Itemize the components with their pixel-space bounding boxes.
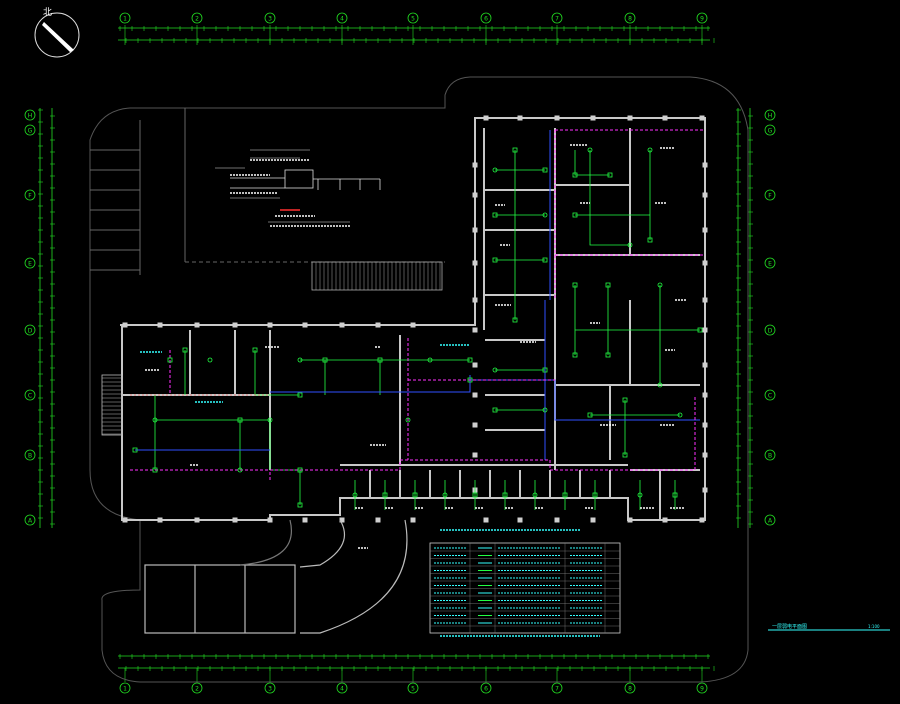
grid-row-label: G (768, 128, 773, 135)
ramp-steps (311, 261, 443, 291)
grid-column-label: 2 (195, 686, 199, 693)
west-entrance-stair (101, 374, 123, 436)
grid-column-label: 1 (123, 16, 127, 23)
drawing-title-block: 一层弱电平面图 1:100 (768, 623, 890, 631)
grid-row-label: A (768, 518, 773, 525)
grid-row-label: C (28, 393, 32, 400)
north-arrow: 北 (34, 7, 80, 58)
grid-row-label: F (768, 193, 772, 200)
grid-column-label: 1 (123, 686, 127, 693)
grid-column-label: 4 (340, 16, 344, 23)
grid-row-label: D (28, 328, 33, 335)
dimension-lines (38, 26, 753, 671)
grid-column-label: 7 (555, 686, 559, 693)
grid-column-label: 4 (340, 686, 344, 693)
weak-current-cables (130, 129, 705, 510)
grid-row-label: H (28, 113, 33, 120)
grid-row-label: E (28, 261, 32, 268)
grid-column-label: 6 (484, 686, 488, 693)
grid-column-label: 8 (628, 16, 632, 23)
grid-column-label: 9 (700, 16, 704, 23)
site-boundary (89, 76, 749, 683)
grid-column-label: 9 (700, 686, 704, 693)
grid-column-label: 7 (555, 16, 559, 23)
plan-scale: 1:100 (868, 624, 880, 629)
grid-row-label: B (768, 453, 772, 460)
grid-column-label: 3 (268, 686, 272, 693)
system-riser-diagram (215, 149, 381, 223)
south-driveway (144, 519, 408, 634)
north-label: 北 (43, 7, 52, 18)
grid-row-label: A (28, 518, 33, 525)
grid-row-label: D (768, 328, 773, 335)
grid-row-label: E (768, 261, 772, 268)
grid-column-label: 3 (268, 16, 272, 23)
grid-row-label: C (768, 393, 772, 400)
grid-column-label: 6 (484, 16, 488, 23)
room-labels (140, 144, 687, 637)
grid-column-label: 5 (411, 16, 415, 23)
grid-row-label: H (768, 113, 773, 120)
equipment-legend-table (429, 542, 621, 634)
plan-title: 一层弱电平面图 (772, 623, 807, 630)
structural-columns (122, 115, 708, 523)
grid-row-label: B (28, 453, 32, 460)
parking-area (90, 108, 445, 275)
devices (132, 147, 703, 508)
grid-column-label: 2 (195, 16, 199, 23)
grid-row-label: G (28, 128, 33, 135)
grid-column-label: 5 (411, 686, 415, 693)
grid-row-label: F (28, 193, 32, 200)
grid-column-label: 8 (628, 686, 632, 693)
